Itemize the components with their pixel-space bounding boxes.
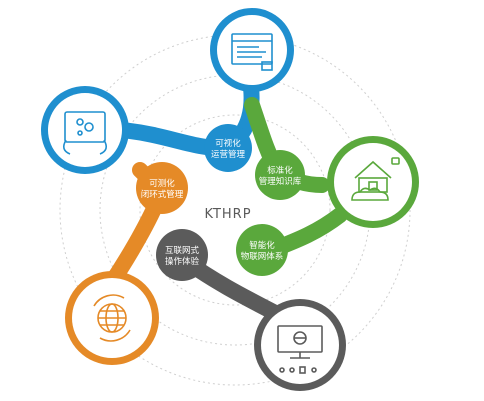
node-measurable: 可测化 闭环式管理 — [136, 162, 188, 214]
node-standard-line2: 管理知识库 — [259, 176, 302, 187]
monitor-icon — [277, 325, 323, 374]
node-interactive: 互联网式 操作体验 — [156, 229, 208, 281]
window-icon — [231, 33, 273, 71]
center-title: KTHRP — [204, 207, 251, 222]
hub-left — [41, 86, 129, 174]
touch-screen-icon — [62, 111, 108, 155]
node-standard: 标准化 管理知识库 — [255, 150, 305, 200]
node-measurable-line1: 可测化 — [149, 178, 175, 189]
node-interactive-line1: 互联网式 — [165, 245, 200, 256]
node-visual-line1: 可视化 — [215, 138, 241, 149]
house-cloud-icon — [351, 157, 400, 201]
hub-right — [327, 136, 419, 228]
node-smart-line2: 物联网体系 — [241, 251, 284, 262]
node-visual: 可视化 运营管理 — [204, 124, 252, 172]
hub-bottom-right — [254, 299, 346, 391]
hub-bottom-left — [65, 271, 159, 365]
hub-top — [210, 8, 294, 92]
node-measurable-line2: 闭环式管理 — [141, 189, 184, 200]
node-visual-line2: 运营管理 — [211, 149, 246, 160]
node-standard-line1: 标准化 — [267, 165, 293, 176]
node-smart: 智能化 物联网体系 — [236, 224, 288, 276]
globe-icon — [93, 294, 131, 342]
node-smart-line1: 智能化 — [249, 240, 275, 251]
node-interactive-line2: 操作体验 — [165, 256, 200, 267]
